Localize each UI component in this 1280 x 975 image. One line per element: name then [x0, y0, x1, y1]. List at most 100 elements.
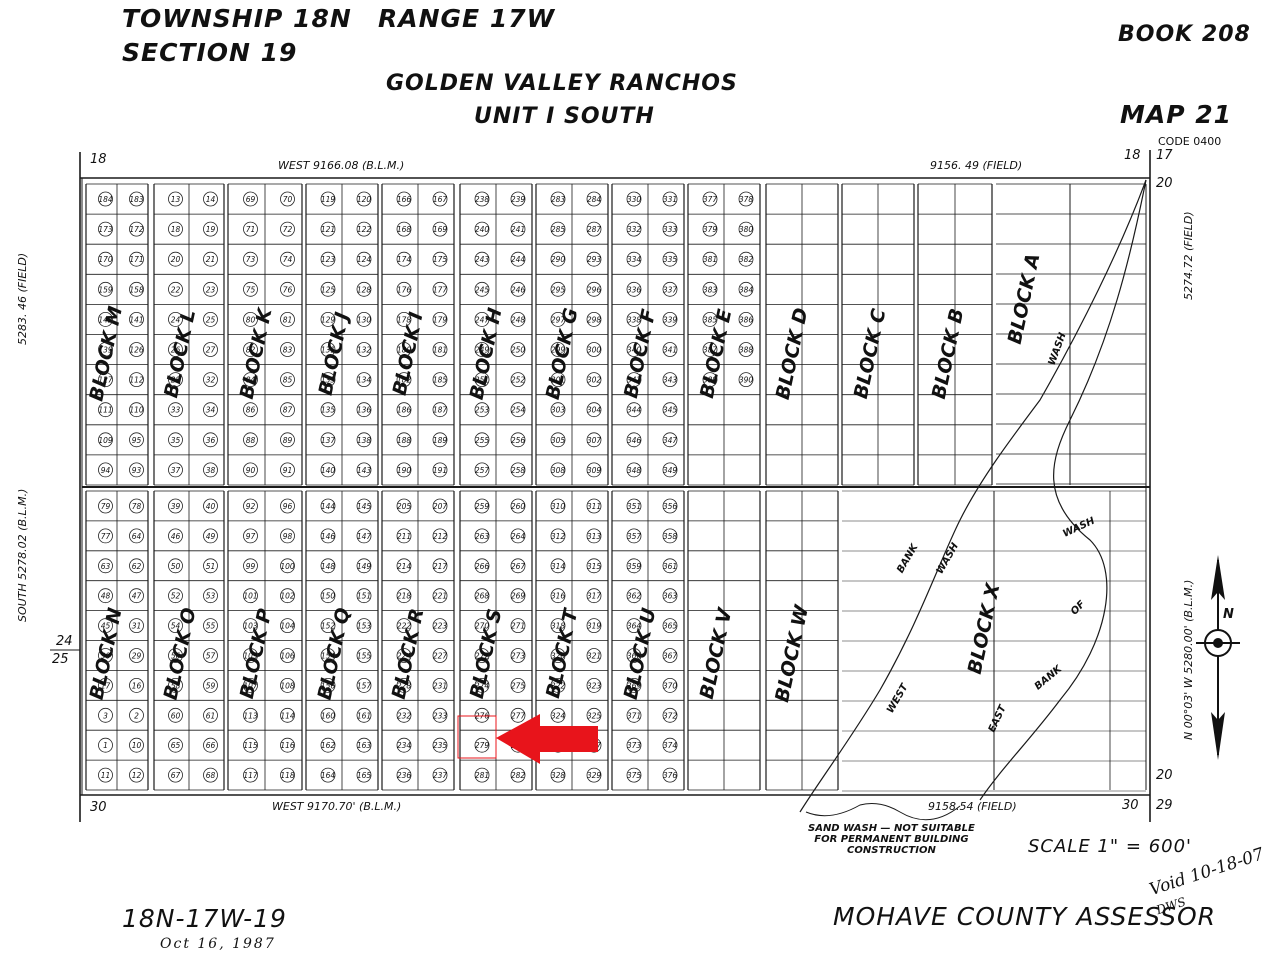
parcel-circle — [168, 432, 183, 448]
parcel-text: 284 — [587, 195, 602, 204]
parcel-number: 148 — [320, 558, 336, 574]
parcel-number: 144 — [320, 498, 336, 514]
parcel-circle — [586, 191, 602, 207]
corner-bottom-right-a: 30 — [1122, 798, 1139, 813]
parcel-circle — [243, 402, 258, 418]
parcel-number: 113 — [243, 707, 258, 723]
parcel-number: 211 — [396, 528, 412, 544]
parcel-circle — [738, 342, 754, 357]
parcel-circle — [396, 342, 412, 357]
parcel-text: 188 — [397, 436, 412, 445]
parcel-number: 207 — [432, 498, 448, 514]
parcel-circle — [280, 372, 295, 388]
parcel-text: 332 — [627, 225, 642, 234]
parcel-text: 234 — [397, 741, 412, 750]
compass-arrow-head — [1211, 555, 1225, 600]
parcel-number: 182 — [396, 372, 412, 388]
parcel-text: 316 — [551, 592, 566, 601]
parcel-number: 245 — [474, 281, 490, 297]
parcel-text: 121 — [321, 225, 335, 234]
parcel-text: 363 — [663, 592, 678, 601]
parcel-number: 117 — [243, 767, 258, 783]
parcel-text: 97 — [246, 532, 256, 541]
parcel-number: 160 — [320, 707, 336, 723]
parcel-number: 282 — [510, 767, 526, 783]
parcel-number: 356 — [662, 498, 678, 514]
parcel-number: 212 — [432, 528, 448, 544]
parcel-number: 29 — [129, 648, 144, 663]
parcel-text: 138 — [357, 436, 372, 445]
parcel-circle — [738, 372, 754, 388]
parcel-number: 191 — [432, 462, 448, 478]
parcel-circle — [396, 588, 412, 604]
parcel-text: 305 — [551, 436, 566, 445]
parcel-number: 315 — [586, 558, 602, 574]
parcel-circle — [738, 311, 754, 327]
parcel-circle — [396, 191, 412, 207]
parcel-text: 253 — [475, 406, 490, 415]
parcel-circle — [168, 221, 183, 237]
parcel-circle — [702, 372, 718, 388]
parcel-circle — [280, 558, 295, 574]
parcel-text: 236 — [397, 771, 412, 780]
parcel-text: 241 — [511, 225, 525, 234]
parcel-number: 95 — [129, 432, 144, 448]
parcel-circle — [320, 558, 336, 574]
parcel-text: 160 — [321, 711, 336, 720]
parcel-text: 80 — [246, 315, 256, 324]
parcel-text: 331 — [663, 195, 677, 204]
parcel-text: 158 — [129, 285, 144, 294]
parcel-circle — [280, 737, 295, 753]
corner-right-top: 20 — [1156, 176, 1173, 191]
parcel-text: 184 — [98, 195, 113, 204]
parcel-number: 277 — [510, 707, 526, 723]
parcel-number: 214 — [396, 558, 412, 574]
parcel-number: 102 — [280, 588, 295, 604]
parcel-circle — [550, 221, 566, 237]
highlight-arrow — [496, 714, 598, 764]
parcel-number: 385 — [702, 311, 718, 327]
parcel-number: 153 — [356, 618, 372, 633]
parcel-number: 155 — [356, 648, 372, 663]
parcel-circle — [510, 402, 526, 418]
parcel-circle — [320, 372, 336, 388]
parcel-circle — [320, 767, 336, 783]
parcel-text: 114 — [280, 711, 295, 720]
parcel-number: 61 — [203, 707, 218, 723]
parcel-text: 183 — [129, 195, 144, 204]
parcel-circle — [586, 432, 602, 448]
parcel-circle — [626, 342, 642, 357]
parcel-text: 263 — [475, 532, 490, 541]
parcel-circle — [98, 191, 113, 207]
parcel-text: 303 — [551, 406, 566, 415]
parcel-circle — [474, 372, 490, 388]
parcel-number: 369 — [626, 678, 642, 693]
parcel-text: 338 — [627, 315, 642, 324]
parcel-text: 385 — [703, 315, 718, 324]
parcel-number: 96 — [280, 498, 295, 514]
parcel-circle — [586, 251, 602, 267]
parcel-circle — [203, 251, 218, 267]
parcel-text: 27 — [206, 346, 216, 355]
parcel-text: 290 — [551, 255, 566, 264]
parcel-number: 364 — [626, 618, 642, 633]
parcel-text: 88 — [246, 436, 256, 445]
parcel-number: 318 — [550, 618, 566, 633]
parcel-circle — [626, 462, 642, 478]
corner-top-left: 18 — [90, 152, 107, 167]
parcel-circle — [203, 528, 218, 544]
parcel-number: 77 — [98, 528, 113, 544]
parcel-circle — [432, 402, 448, 418]
parcel-circle — [626, 528, 642, 544]
parcel-number: 267 — [510, 558, 526, 574]
parcel-text: 266 — [475, 562, 490, 571]
parcel-circle — [203, 707, 218, 723]
parcel-number: 136 — [356, 402, 372, 418]
parcel-text: 154 — [321, 652, 336, 661]
parcel-number: 112 — [129, 372, 144, 388]
block-label: BLOCK D — [772, 306, 813, 402]
parcel-text: 14 — [206, 195, 216, 204]
parcel-circle — [662, 251, 678, 267]
parcel-text: 53 — [206, 592, 216, 601]
parcel-circle — [243, 767, 258, 783]
